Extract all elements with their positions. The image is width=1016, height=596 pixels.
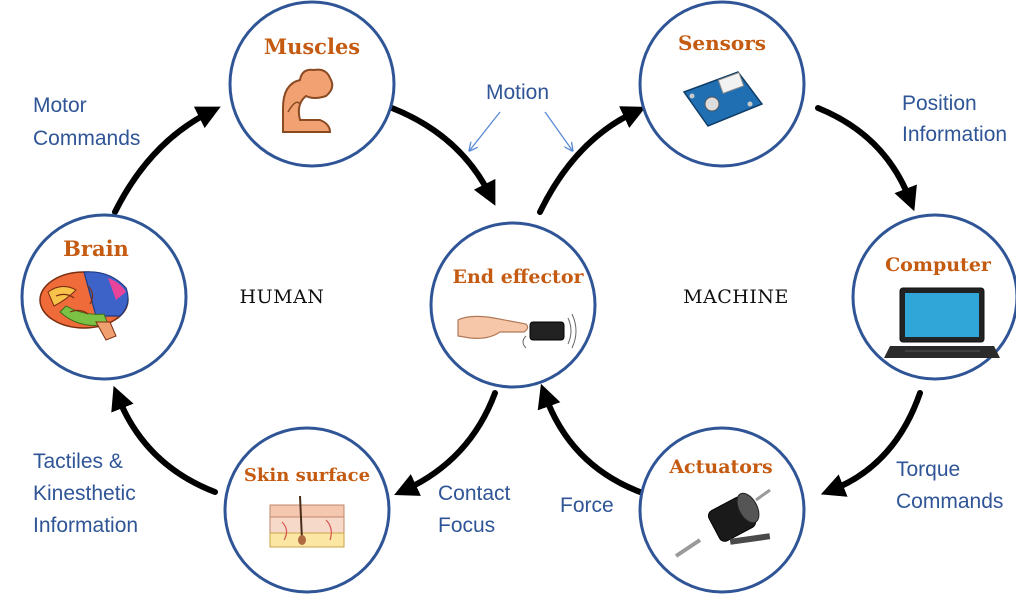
label-position-information-line: Information: [902, 123, 1007, 146]
node-sensors: Sensors: [638, 0, 806, 168]
node-sensors-title: Sensors: [678, 31, 766, 55]
machine-label: MACHINE: [683, 286, 789, 308]
label-contact-focus-line: Focus: [438, 514, 495, 537]
label-tactiles-line: Kinesthetic: [33, 482, 136, 505]
node-end-effector-title: End effector: [453, 266, 585, 288]
node-muscles: Muscles: [228, 0, 396, 168]
label-motor-commands: Motor Commands: [33, 94, 140, 150]
arrow-end-effector-to-skin-surface: [394, 390, 498, 496]
arrow-brain-to-muscles: [112, 106, 221, 215]
node-brain: Brain: [20, 213, 188, 381]
label-tactiles-line: Tactiles &: [33, 450, 123, 473]
motion-arrow-right: [544, 111, 572, 150]
node-skin-surface-title: Skin surface: [244, 465, 370, 486]
label-force: Force: [560, 494, 614, 517]
node-end-effector: End effector: [429, 221, 597, 389]
node-computer-title: Computer: [885, 254, 992, 276]
node-skin-surface: Skin surface: [223, 426, 391, 594]
label-position-information: Position Information: [902, 92, 1007, 146]
human-label: HUMAN: [240, 286, 325, 308]
skin-layers-icon: [269, 495, 345, 548]
label-tactiles-line: Information: [33, 514, 138, 537]
label-torque-commands-line: Torque: [896, 458, 960, 481]
label-tactiles-kinesthetic-information: Tactiles & Kinesthetic Information: [33, 450, 142, 537]
label-motor-commands-line: Motor: [33, 94, 87, 117]
arrow-sensors-to-computer: [815, 105, 917, 212]
laptop-icon: [884, 287, 1000, 358]
motion-arrow-left: [470, 111, 501, 150]
label-motor-commands-line: Commands: [33, 127, 140, 150]
node-muscles-title: Muscles: [264, 34, 360, 59]
label-motion: Motion: [486, 81, 549, 104]
label-torque-commands: Torque Commands: [896, 458, 1003, 513]
solenoid-actuator-icon: [674, 488, 771, 558]
flexed-arm-icon: [282, 68, 334, 133]
sensor-board-icon: [682, 71, 764, 127]
label-torque-commands-line: Commands: [896, 490, 1003, 513]
hand-touch-phone-icon: [457, 313, 577, 349]
arrow-actuators-to-end-effector: [537, 383, 643, 495]
arrow-muscles-to-end-effector: [389, 105, 496, 206]
label-contact-focus-line: Contact: [438, 482, 511, 505]
label-contact-focus: Contact Focus: [438, 482, 516, 537]
arrow-skin-surface-to-brain: [111, 385, 218, 495]
label-position-information-line: Position: [902, 92, 977, 115]
node-actuators: Actuators: [638, 426, 806, 594]
brain-icon: [39, 271, 129, 341]
node-actuators-title: Actuators: [668, 456, 772, 478]
node-computer: Computer: [851, 213, 1016, 381]
arrow-computer-to-actuators: [820, 390, 923, 497]
arrow-end-effector-to-sensors: [537, 106, 646, 215]
node-brain-title: Brain: [63, 236, 129, 261]
